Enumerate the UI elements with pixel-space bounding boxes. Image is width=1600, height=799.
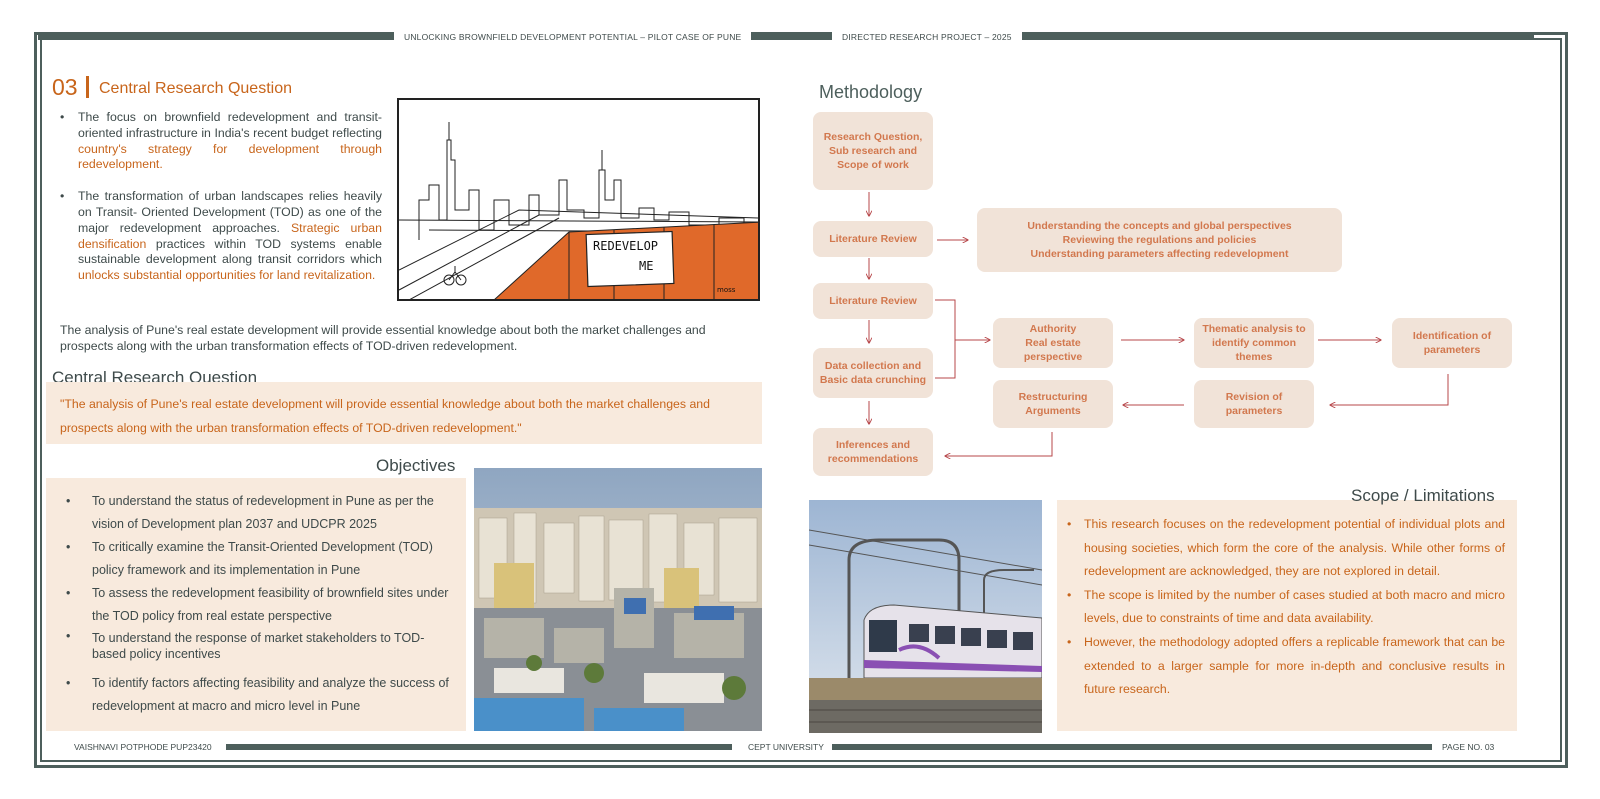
redevelop-sketch-image: REDEVELOP ME moss <box>397 98 760 301</box>
node-label: Real estate perspective <box>1023 337 1083 363</box>
objective-item: To identify factors affecting feasibilit… <box>56 672 454 718</box>
method-node-literature-detail: Understanding the concepts and global pe… <box>977 208 1342 272</box>
page-frame-outer <box>34 32 1568 768</box>
node-label: Inferences and recommendations <box>827 439 919 465</box>
pune-cityscape-photo <box>474 468 762 731</box>
section-title: Central Research Question <box>99 80 292 97</box>
node-label: Literature Review <box>829 233 917 245</box>
method-node-data-collection: Data collection and Basic data crunching <box>813 348 933 398</box>
method-node-identification: Identification of parameters <box>1392 318 1512 368</box>
bullet-highlight: unlocks substantial opportunities for la… <box>78 268 376 283</box>
node-label: Thematic analysis to identify common the… <box>1202 323 1306 363</box>
node-label: Restructuring Arguments <box>1018 391 1088 417</box>
node-label: Literature Review <box>829 295 917 307</box>
methodology-heading: Methodology <box>819 82 923 102</box>
header-project-title: UNLOCKING BROWNFIELD DEVELOPMENT POTENTI… <box>394 30 752 44</box>
node-label: Data collection and Basic data crunching <box>819 360 927 386</box>
scope-box: This research focuses on the redevelopme… <box>1057 500 1517 731</box>
sign-text-line2: ME <box>639 259 653 273</box>
scope-item: The scope is limited by the number of ca… <box>1067 584 1505 631</box>
bullet-text: The focus on brownfield redevelopment an… <box>78 110 382 140</box>
method-node-restructuring: Restructuring Arguments <box>993 380 1113 428</box>
objectives-heading: Objectives <box>376 456 456 475</box>
method-node-literature-review-2: Literature Review <box>813 283 933 319</box>
objective-item: To understand the response of market sta… <box>56 628 454 672</box>
node-label: Reviewing the regulations and policies <box>1062 234 1257 246</box>
bullet-text: The transformation of urban landscapes r… <box>78 189 382 235</box>
crq-quote: "The analysis of Pune's real estate deve… <box>60 397 710 435</box>
intro-bullets: The focus on brownfield redevelopment an… <box>60 110 382 284</box>
node-label: Understanding the concepts and global pe… <box>1027 220 1292 232</box>
bullet-highlight: country's strategy for development throu… <box>78 141 382 172</box>
sketch-signature: moss <box>717 286 736 294</box>
header-bar-segment <box>38 34 394 40</box>
scope-item: However, the methodology adopted offers … <box>1067 631 1505 702</box>
section-number: 03 <box>52 74 78 100</box>
scope-item: This research focuses on the redevelopme… <box>1067 513 1505 584</box>
node-label: Revision of parameters <box>1225 391 1283 417</box>
node-label: Research Question, Sub research and Scop… <box>823 131 923 171</box>
method-node-research-question: Research Question, Sub research and Scop… <box>813 112 933 190</box>
metro-illustration <box>809 500 1042 733</box>
footer-page-number: PAGE NO. 03 <box>1434 741 1503 753</box>
method-node-thematic-analysis: Thematic analysis to identify common the… <box>1194 318 1314 368</box>
footer-university: CEPT UNIVERSITY <box>740 741 832 753</box>
bullet-highlight: Strategic urban densification <box>78 220 382 251</box>
analysis-paragraph: The analysis of Pune's real estate devel… <box>60 323 706 353</box>
sketch-drawing: REDEVELOP ME moss <box>399 122 758 299</box>
bullet-text: practices within TOD systems enable sust… <box>78 236 382 267</box>
objective-item: To assess the redevelopment feasibility … <box>56 582 454 628</box>
node-label: Authority <box>1029 323 1077 335</box>
method-node-inferences: Inferences and recommendations <box>813 428 933 476</box>
footer-bar-segment <box>832 744 1432 750</box>
intro-bullet: The focus on brownfield redevelopment an… <box>60 110 382 173</box>
method-node-literature-review: Literature Review <box>813 221 933 257</box>
footer-bar-segment <box>226 744 732 750</box>
objective-item: To understand the status of redevelopmen… <box>56 490 454 536</box>
footer-author: VAISHNAVI POTPHODE PUP23420 <box>66 741 220 753</box>
scope-heading: Scope / Limitations <box>1351 486 1495 505</box>
intro-bullet: The transformation of urban landscapes r… <box>60 189 382 284</box>
node-label: Understanding parameters affecting redev… <box>1030 248 1289 260</box>
header-bar-segment <box>1016 34 1534 40</box>
sign-text-line1: REDEVELOP <box>593 239 658 253</box>
method-node-authority: Authority Real estate perspective <box>993 318 1113 368</box>
crq-quote-box: "The analysis of Pune's real estate deve… <box>46 382 762 444</box>
objectives-list: To understand the status of redevelopmen… <box>56 490 454 718</box>
header-bar-segment <box>736 34 832 40</box>
method-node-revision: Revision of parameters <box>1194 380 1314 428</box>
node-label: Identification of parameters <box>1412 330 1492 356</box>
pune-metro-photo <box>809 500 1042 733</box>
section-divider <box>86 76 89 98</box>
cityscape-illustration <box>474 468 762 731</box>
header-course-title: DIRECTED RESEARCH PROJECT – 2025 <box>832 30 1022 44</box>
objective-item: To critically examine the Transit-Orient… <box>56 536 454 582</box>
objectives-box: To understand the status of redevelopmen… <box>46 478 466 731</box>
